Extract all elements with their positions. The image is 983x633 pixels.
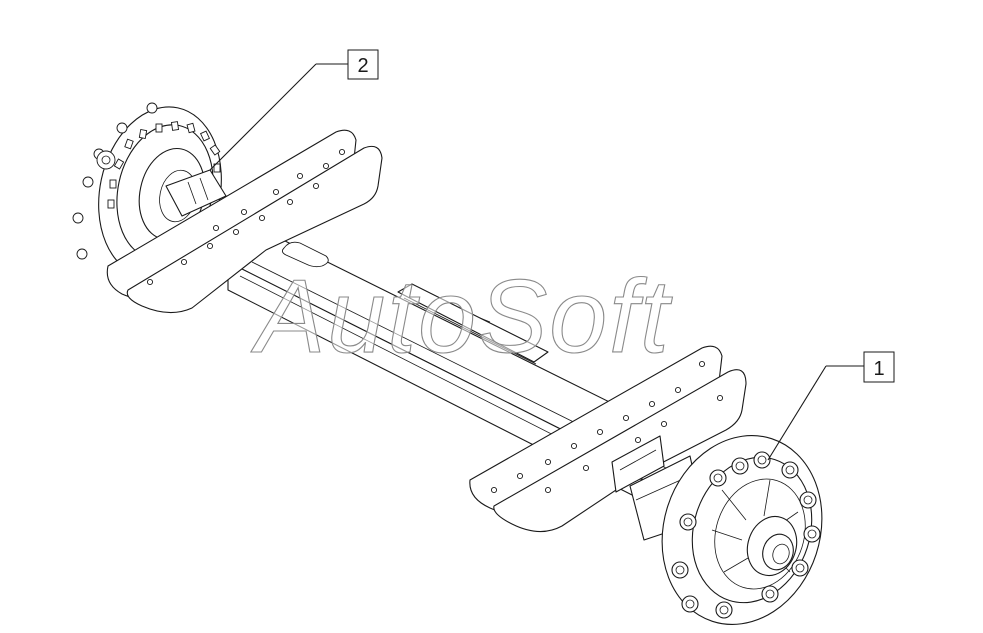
right-plate-holes [490,360,724,494]
right-hub-studs [671,451,821,619]
left-spring-plates [106,129,383,314]
callout-2: 2 [209,49,379,171]
right-hub [661,435,823,625]
left-hub-slots [107,121,221,209]
callout-1: 1 [767,351,895,461]
left-plate-holes [146,148,346,286]
left-hub-studs [72,102,158,260]
callout-1-label: 1 [873,358,884,380]
callout-1-box [863,351,895,383]
callout-2-label: 2 [357,55,368,77]
watermark-text: AutoSoft [250,259,673,375]
callout-2-box [347,49,379,80]
right-spring-plates [469,345,747,533]
